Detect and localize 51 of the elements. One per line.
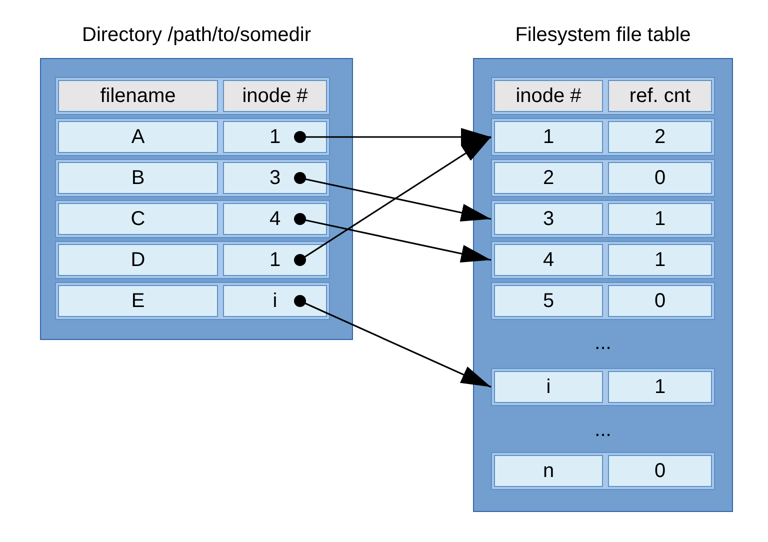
table-cell: 4 [223,203,327,235]
table-cell: D [58,244,218,276]
table-cell: 0 [608,285,712,317]
table-row [491,200,715,238]
table-cell: n [494,455,603,487]
table-cell: 1 [608,203,712,235]
arrow [294,295,492,388]
header-cell: filename [58,80,218,112]
header-cell: inode # [223,80,327,112]
table-cell: 5 [494,285,603,317]
table-cell: 0 [608,455,712,487]
table-cell: 2 [608,121,712,153]
table-cell: A [58,121,218,153]
table-title: Directory /path/to/somedir [81,23,312,48]
table-cell: 4 [494,244,603,276]
table-cell: 2 [494,162,603,194]
table-cell: 1 [608,244,712,276]
table-row [55,159,330,197]
table-cell: 3 [223,162,327,194]
table-row [491,368,715,406]
table-row [491,118,715,156]
arrow [294,172,492,222]
table-row [491,282,715,320]
table-cell: i [494,371,603,403]
table-cell: 1 [608,371,712,403]
table-cell: B [58,162,218,194]
table-row [491,452,715,490]
header-row [55,77,330,115]
ellipsis-text: ... [594,420,612,440]
ellipsis-text: ... [594,333,612,353]
table-row [55,200,330,238]
table-cell: C [58,203,218,235]
table-row [55,282,330,320]
arrow [294,213,492,262]
table-cell: 1 [223,244,327,276]
table-row [491,241,715,279]
table-cell: 0 [608,162,712,194]
header-cell: ref. cnt [608,80,712,112]
table-row [55,241,330,279]
table-cell: 1 [494,121,603,153]
arrow [294,136,492,266]
table-cell: i [223,285,327,317]
table-cell: 1 [223,121,327,153]
header-row [491,77,715,115]
table-title: Filesystem file table [514,23,692,48]
table-cell: 3 [494,203,603,235]
table-cell: E [58,285,218,317]
arrow [294,128,491,146]
table-row [491,159,715,197]
table-row [55,118,330,156]
header-cell: inode # [494,80,603,112]
